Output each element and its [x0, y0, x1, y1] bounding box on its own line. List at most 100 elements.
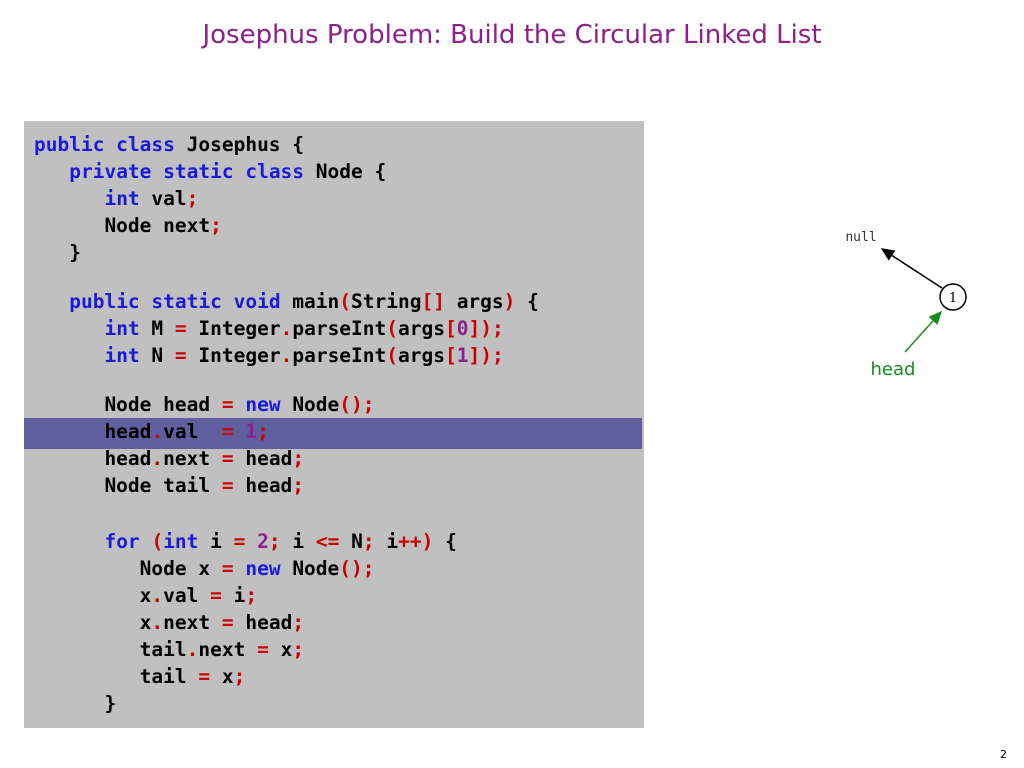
code-token: val: [139, 187, 187, 210]
code-token: .: [280, 344, 293, 367]
code-line: Node x = new Node();: [34, 557, 375, 581]
code-token: ]);: [468, 317, 504, 340]
code-token: }: [34, 692, 117, 715]
code-token: .: [151, 447, 164, 470]
code-token: val: [163, 420, 222, 443]
code-token: ;: [186, 187, 199, 210]
code-token: ;: [245, 584, 258, 607]
node-circle: [939, 283, 967, 311]
code-token: int: [163, 530, 199, 553]
code-token: parseInt: [292, 317, 387, 340]
code-token: i: [198, 530, 234, 553]
code-token: ;: [292, 638, 305, 661]
code-token: .: [151, 611, 164, 634]
code-token: Node x: [34, 557, 222, 580]
code-line: for (int i = 2; i <= N; i++) {: [34, 530, 457, 554]
code-token: int: [104, 317, 140, 340]
code-line: private static class Node {: [34, 160, 386, 184]
code-token: Node next: [34, 214, 211, 237]
code-token: {: [515, 290, 539, 313]
code-line: tail.next = x;: [34, 638, 304, 662]
code-token: args: [398, 317, 445, 340]
code-token: 1: [456, 344, 469, 367]
code-token: args: [444, 290, 504, 313]
code-token: head: [233, 611, 293, 634]
code-token: =: [233, 530, 246, 553]
slide-title: Josephus Problem: Build the Circular Lin…: [202, 20, 822, 50]
code-token: =: [257, 638, 269, 661]
code-token: }: [34, 241, 81, 264]
code-token: ++): [398, 530, 434, 553]
code-token: x: [34, 611, 152, 634]
code-line: x.val = i;: [34, 584, 257, 608]
code-token: =: [174, 344, 187, 367]
code-token: head: [34, 447, 152, 470]
code-token: 2: [257, 530, 269, 553]
code-token: =: [221, 393, 234, 416]
code-line: tail = x;: [34, 665, 246, 689]
null-label: null: [845, 230, 876, 245]
code-token: (: [151, 530, 164, 553]
node-value: 1: [949, 291, 957, 306]
code-line: head.val = 1;: [34, 420, 269, 444]
code-line: x.next = head;: [34, 611, 304, 635]
code-token: Integer: [186, 317, 281, 340]
code-token: ): [503, 290, 516, 313]
code-token: [: [444, 317, 457, 340]
code-token: ;: [292, 474, 305, 497]
code-line: int M = Integer.parseInt(args[0]);: [34, 317, 504, 341]
code-token: .: [151, 584, 164, 607]
code-line: head.next = head;: [34, 447, 304, 471]
code-panel: public class Josephus { private static c…: [24, 121, 644, 728]
code-line: Node head = new Node();: [34, 393, 374, 417]
code-token: head: [233, 474, 293, 497]
code-token: head: [233, 447, 293, 470]
code-token: {: [433, 530, 457, 553]
code-token: Node tail: [34, 474, 222, 497]
code-token: =: [221, 611, 234, 634]
code-token: for: [104, 530, 140, 553]
code-token: x: [210, 665, 234, 688]
code-token: (: [386, 317, 399, 340]
code-token: M: [139, 317, 175, 340]
code-token: val: [163, 584, 211, 607]
code-token: next: [163, 611, 222, 634]
code-token: head: [34, 420, 152, 443]
code-token: public class: [34, 133, 175, 156]
code-token: next: [198, 638, 258, 661]
code-token: =: [221, 557, 234, 580]
code-token: x: [268, 638, 293, 661]
code-line: int val;: [34, 187, 198, 211]
code-token: int: [104, 344, 140, 367]
code-token: ();: [339, 557, 375, 580]
code-line: int N = Integer.parseInt(args[1]);: [34, 344, 503, 368]
code-token: ;: [210, 214, 222, 237]
code-token: new: [245, 393, 281, 416]
code-token: .: [280, 317, 293, 340]
page-number: 2: [1000, 748, 1007, 761]
code-token: i: [374, 530, 399, 553]
code-token: new: [245, 557, 281, 580]
code-token: .: [151, 420, 164, 443]
code-token: tail: [34, 665, 199, 688]
code-token: N: [139, 344, 175, 367]
code-token: ;: [268, 530, 281, 553]
code-token: 1: [245, 420, 258, 443]
code-line: }: [34, 241, 81, 265]
code-token: (: [386, 344, 399, 367]
code-token: .: [186, 638, 199, 661]
head-label: head: [871, 359, 916, 380]
head-pointer-arrow: [904, 310, 943, 353]
code-token: Josephus {: [174, 133, 305, 156]
code-token: ;: [292, 447, 305, 470]
code-token: Node: [280, 393, 340, 416]
code-line: public static void main(String[] args) {: [34, 290, 539, 314]
next-pointer-arrow: [880, 248, 943, 289]
code-token: x: [34, 584, 152, 607]
code-token: ;: [233, 665, 246, 688]
code-token: =: [210, 584, 222, 607]
code-token: =: [221, 474, 234, 497]
code-token: ;: [257, 420, 269, 443]
code-token: parseInt: [292, 344, 387, 367]
